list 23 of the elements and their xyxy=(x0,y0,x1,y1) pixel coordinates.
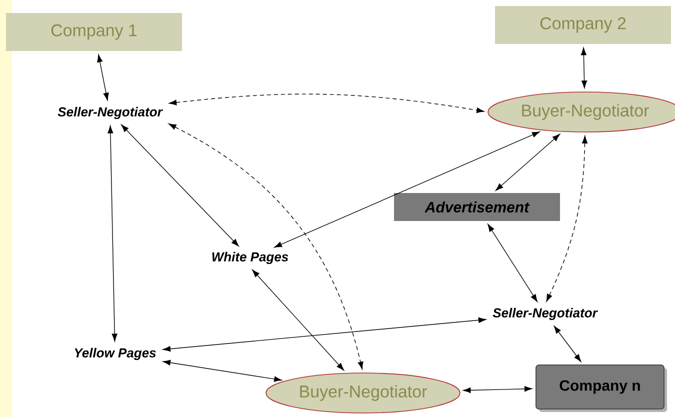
arrow xyxy=(462,386,532,394)
arrow xyxy=(488,224,538,302)
label-text: Yellow Pages xyxy=(74,348,156,360)
arrow xyxy=(274,131,540,248)
arrow xyxy=(162,317,486,352)
arrow xyxy=(162,360,282,382)
arrow xyxy=(252,270,344,371)
company-box: Company 1 xyxy=(6,13,182,51)
label-text: White Pages xyxy=(212,252,288,264)
arrow xyxy=(554,326,582,362)
arrow xyxy=(108,126,118,342)
label-text: Seller-Negotiator xyxy=(492,308,598,320)
arrow xyxy=(580,47,588,88)
company-box: Company 2 xyxy=(495,6,671,44)
arrow xyxy=(97,54,109,101)
advertisement-box: Advertisement xyxy=(394,193,560,221)
arrow xyxy=(121,124,239,246)
arrow xyxy=(168,94,484,113)
label-text: Seller-Negotiator xyxy=(58,106,163,120)
company-box: Company n xyxy=(536,364,667,412)
arrow xyxy=(495,134,560,191)
arrow xyxy=(546,136,588,302)
arrow xyxy=(168,124,364,370)
